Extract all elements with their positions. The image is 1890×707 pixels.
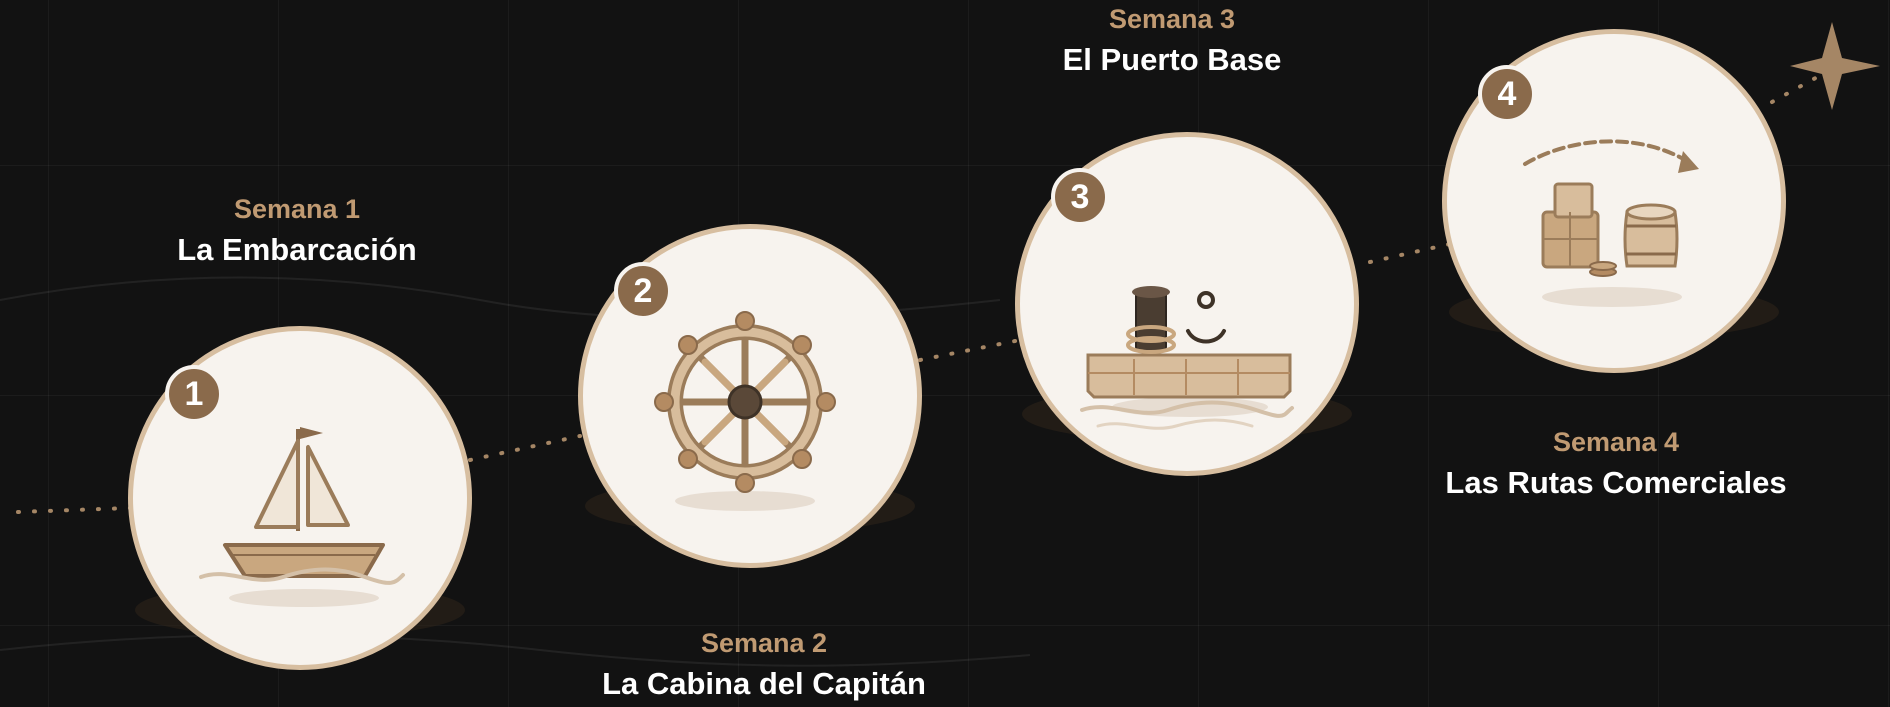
trade-routes-icon <box>1523 139 1699 307</box>
sailboat-icon <box>199 427 405 607</box>
step-1-week: Semana 1 <box>233 194 361 224</box>
step-2-title: La Cabina del Capitán <box>602 665 926 701</box>
dock-icon <box>1080 286 1294 430</box>
ship-wheel-icon <box>654 311 836 511</box>
step-2-week: Semana 2 <box>700 628 828 658</box>
step-2-badge: 2 <box>614 262 672 320</box>
dotted-route <box>16 68 1832 514</box>
step-4-title: Las Rutas Comerciales <box>1445 464 1787 500</box>
compass-star-icon <box>1790 22 1880 110</box>
step-3-label: Semana 3 El Puerto Base <box>962 3 1382 80</box>
step-3-title: El Puerto Base <box>1062 41 1282 77</box>
step-4-week: Semana 4 <box>1552 427 1680 457</box>
step-1-title: La Embarcación <box>177 231 417 267</box>
step-4-label: Semana 4 Las Rutas Comerciales <box>1406 426 1826 503</box>
step-3-week: Semana 3 <box>1108 4 1236 34</box>
step-1-badge: 1 <box>165 365 223 423</box>
step-3-badge: 3 <box>1051 168 1109 226</box>
wave-line-bottom <box>0 634 1031 667</box>
step-2-label: Semana 2 La Cabina del Capitán <box>554 627 974 704</box>
step-1-label: Semana 1 La Embarcación <box>87 193 507 270</box>
step-4-badge: 4 <box>1478 65 1536 123</box>
